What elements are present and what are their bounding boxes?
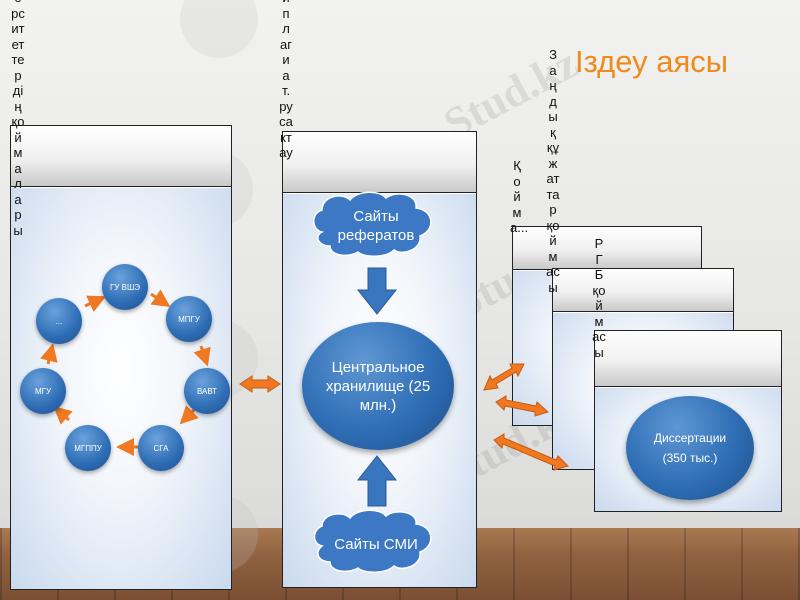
- node-mpgu: МПГУ: [166, 296, 212, 342]
- dissertation-bubble: Диссертации (350 тыс.): [626, 396, 754, 500]
- rgb-storage-label: РГБ қоймасы: [592, 236, 606, 360]
- storage-label: Қойма...: [510, 158, 529, 235]
- cloud-bottom-shape: [313, 509, 432, 573]
- central-repository: Центральное хранилище (25 млн.): [302, 322, 454, 450]
- media-sites-label: Сайты СМИ: [334, 535, 418, 553]
- legal-documents-label: Заңдық құжаттар қоймасы: [546, 47, 560, 295]
- node-gu-vshe: ГУ ВШЭ: [102, 264, 148, 310]
- down-arrow-icon: [356, 267, 398, 315]
- cloud-top-shape: [313, 191, 432, 257]
- dissertation-count: (350 тыс.): [662, 451, 718, 465]
- reference-sites-label: Сайты рефератов: [337, 208, 415, 244]
- dissertation-label: Диссертации: [653, 431, 727, 445]
- node-ellipsis: ...: [36, 298, 82, 344]
- university-repositories-label: ерситеттердің қоймалары: [11, 0, 25, 238]
- node-mgu: МГУ: [20, 368, 66, 414]
- up-arrow-icon: [356, 455, 398, 507]
- node-sga: СГА: [138, 425, 184, 471]
- slide-title: Іздеу аясы: [575, 44, 729, 79]
- link-arrow-icon: [239, 363, 569, 471]
- node-mgppu: МГППУ: [65, 425, 111, 471]
- plagiat-label: иплагиат.русактау: [279, 0, 293, 160]
- node-vavt: ВАВТ: [184, 368, 230, 414]
